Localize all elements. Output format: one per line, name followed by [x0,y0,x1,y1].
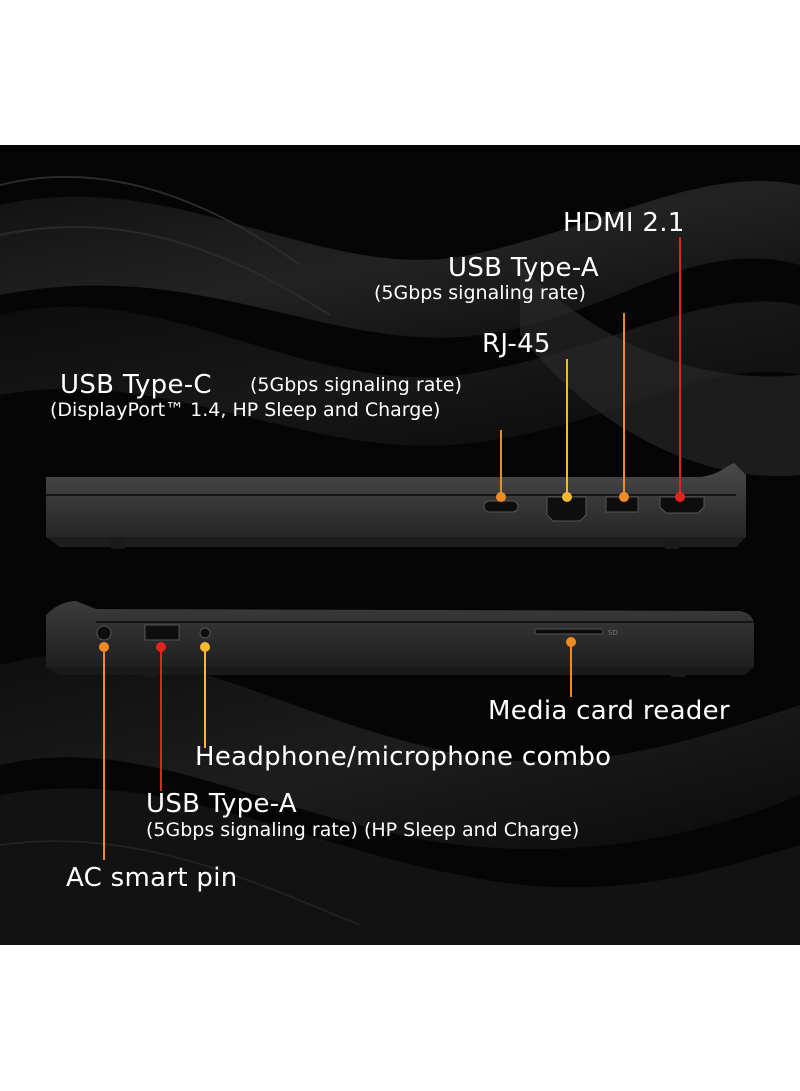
ac-pin-port-icon [96,625,112,641]
rj45-label: RJ-45 [482,329,551,359]
usb-c-port-icon [483,500,519,513]
media-card-label: Media card reader [488,696,730,726]
headphone-port-icon [199,627,211,639]
usb-c-detail: (5Gbps signaling rate) [250,374,462,396]
sd-slot-icon [534,628,604,635]
background-waves: SD [0,145,800,945]
usb-a-left-label: USB Type-A [146,789,297,819]
leaders-left-side [99,637,576,860]
usb-a-left-detail: (5Gbps signaling rate) (HP Sleep and Cha… [146,819,580,841]
usb-c-label: USB Type-C [60,370,212,400]
rj45-port-icon [546,496,587,522]
usb-a-label: USB Type-A [448,253,599,283]
ac-pin-label: AC smart pin [66,863,238,893]
usb-a-detail: (5Gbps signaling rate) [374,282,586,304]
sd-mark: SD [608,629,618,637]
laptop-right-side [46,463,746,549]
laptop-left-side: SD [46,601,754,677]
headphone-label: Headphone/microphone combo [195,742,612,772]
leaders-right-side [496,237,685,502]
usb-a-port-icon [144,624,180,641]
usb-c-detail-2: (DisplayPort™ 1.4, HP Sleep and Charge) [50,399,441,421]
hdmi-label: HDMI 2.1 [563,208,685,238]
hdmi-port-icon [659,496,705,514]
product-image: SD HDMI 2.1 USB Type-A (5Gbps signalin [0,145,800,945]
